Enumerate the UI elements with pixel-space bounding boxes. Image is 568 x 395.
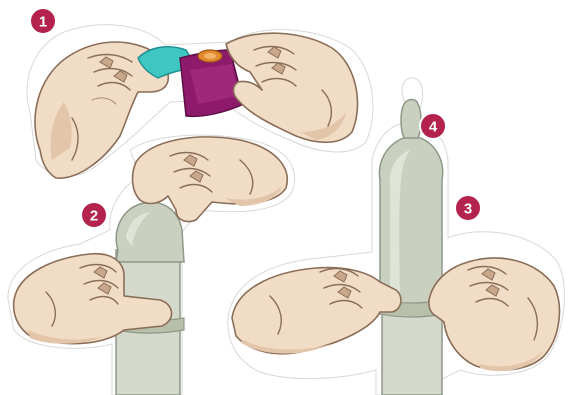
reservoir-tip (401, 100, 421, 139)
step-1-badge: 1 (30, 8, 56, 34)
step-3-number: 3 (464, 201, 472, 218)
step-3-shaft (382, 310, 442, 395)
step-3-badge: 3 (455, 195, 481, 221)
step-4-badge: 4 (420, 113, 446, 139)
step-2-number: 2 (90, 208, 98, 225)
step-1-number: 1 (39, 14, 47, 31)
step-2-badge: 2 (81, 202, 107, 228)
step-4-number: 4 (429, 119, 438, 136)
